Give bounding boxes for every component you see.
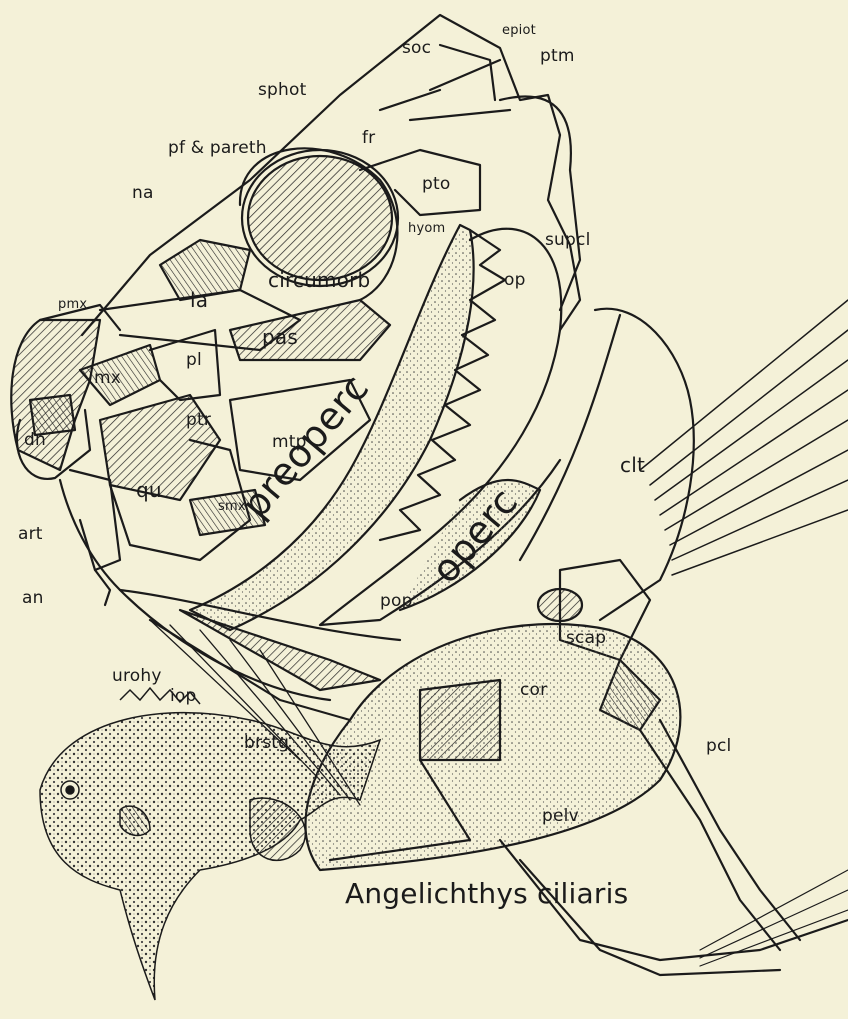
label-sphot: sphot — [258, 82, 307, 99]
label-pop: pop — [380, 593, 413, 610]
caption-species-name: Angelichthys ciliaris — [345, 880, 628, 908]
label-supcl: supcl — [545, 232, 591, 249]
label-pf-pareth: pf & pareth — [168, 140, 267, 157]
label-la: la — [190, 290, 208, 310]
label-pelv: pelv — [542, 808, 579, 825]
label-fr: fr — [362, 130, 375, 147]
label-scap: scap — [566, 630, 606, 647]
label-brstg: brstg — [244, 735, 289, 752]
label-ptm: ptm — [540, 48, 575, 65]
label-dn: dn — [24, 432, 46, 449]
label-soc: soc — [402, 40, 431, 57]
label-ptr: ptr — [186, 412, 211, 429]
label-art: art — [18, 526, 43, 543]
label-hyom: hyom — [408, 222, 445, 235]
label-an: an — [22, 590, 44, 607]
label-pl: pl — [186, 352, 202, 369]
label-pto: pto — [422, 176, 450, 193]
label-circumorb: circumorb — [268, 270, 370, 290]
label-iop: iop — [170, 688, 197, 705]
label-na: na — [132, 185, 154, 202]
label-mx: mx — [94, 370, 121, 387]
label-op: op — [504, 272, 526, 289]
label-pas: pas — [262, 327, 298, 347]
label-epiot: epiot — [502, 24, 536, 37]
orbit — [248, 156, 392, 280]
label-pcl: pcl — [706, 738, 731, 755]
label-clt: clt — [620, 455, 645, 475]
label-urohy: urohy — [112, 668, 162, 685]
label-qu: qu — [136, 480, 162, 500]
label-pmx: pmx — [58, 298, 87, 311]
label-cor: cor — [520, 682, 547, 699]
